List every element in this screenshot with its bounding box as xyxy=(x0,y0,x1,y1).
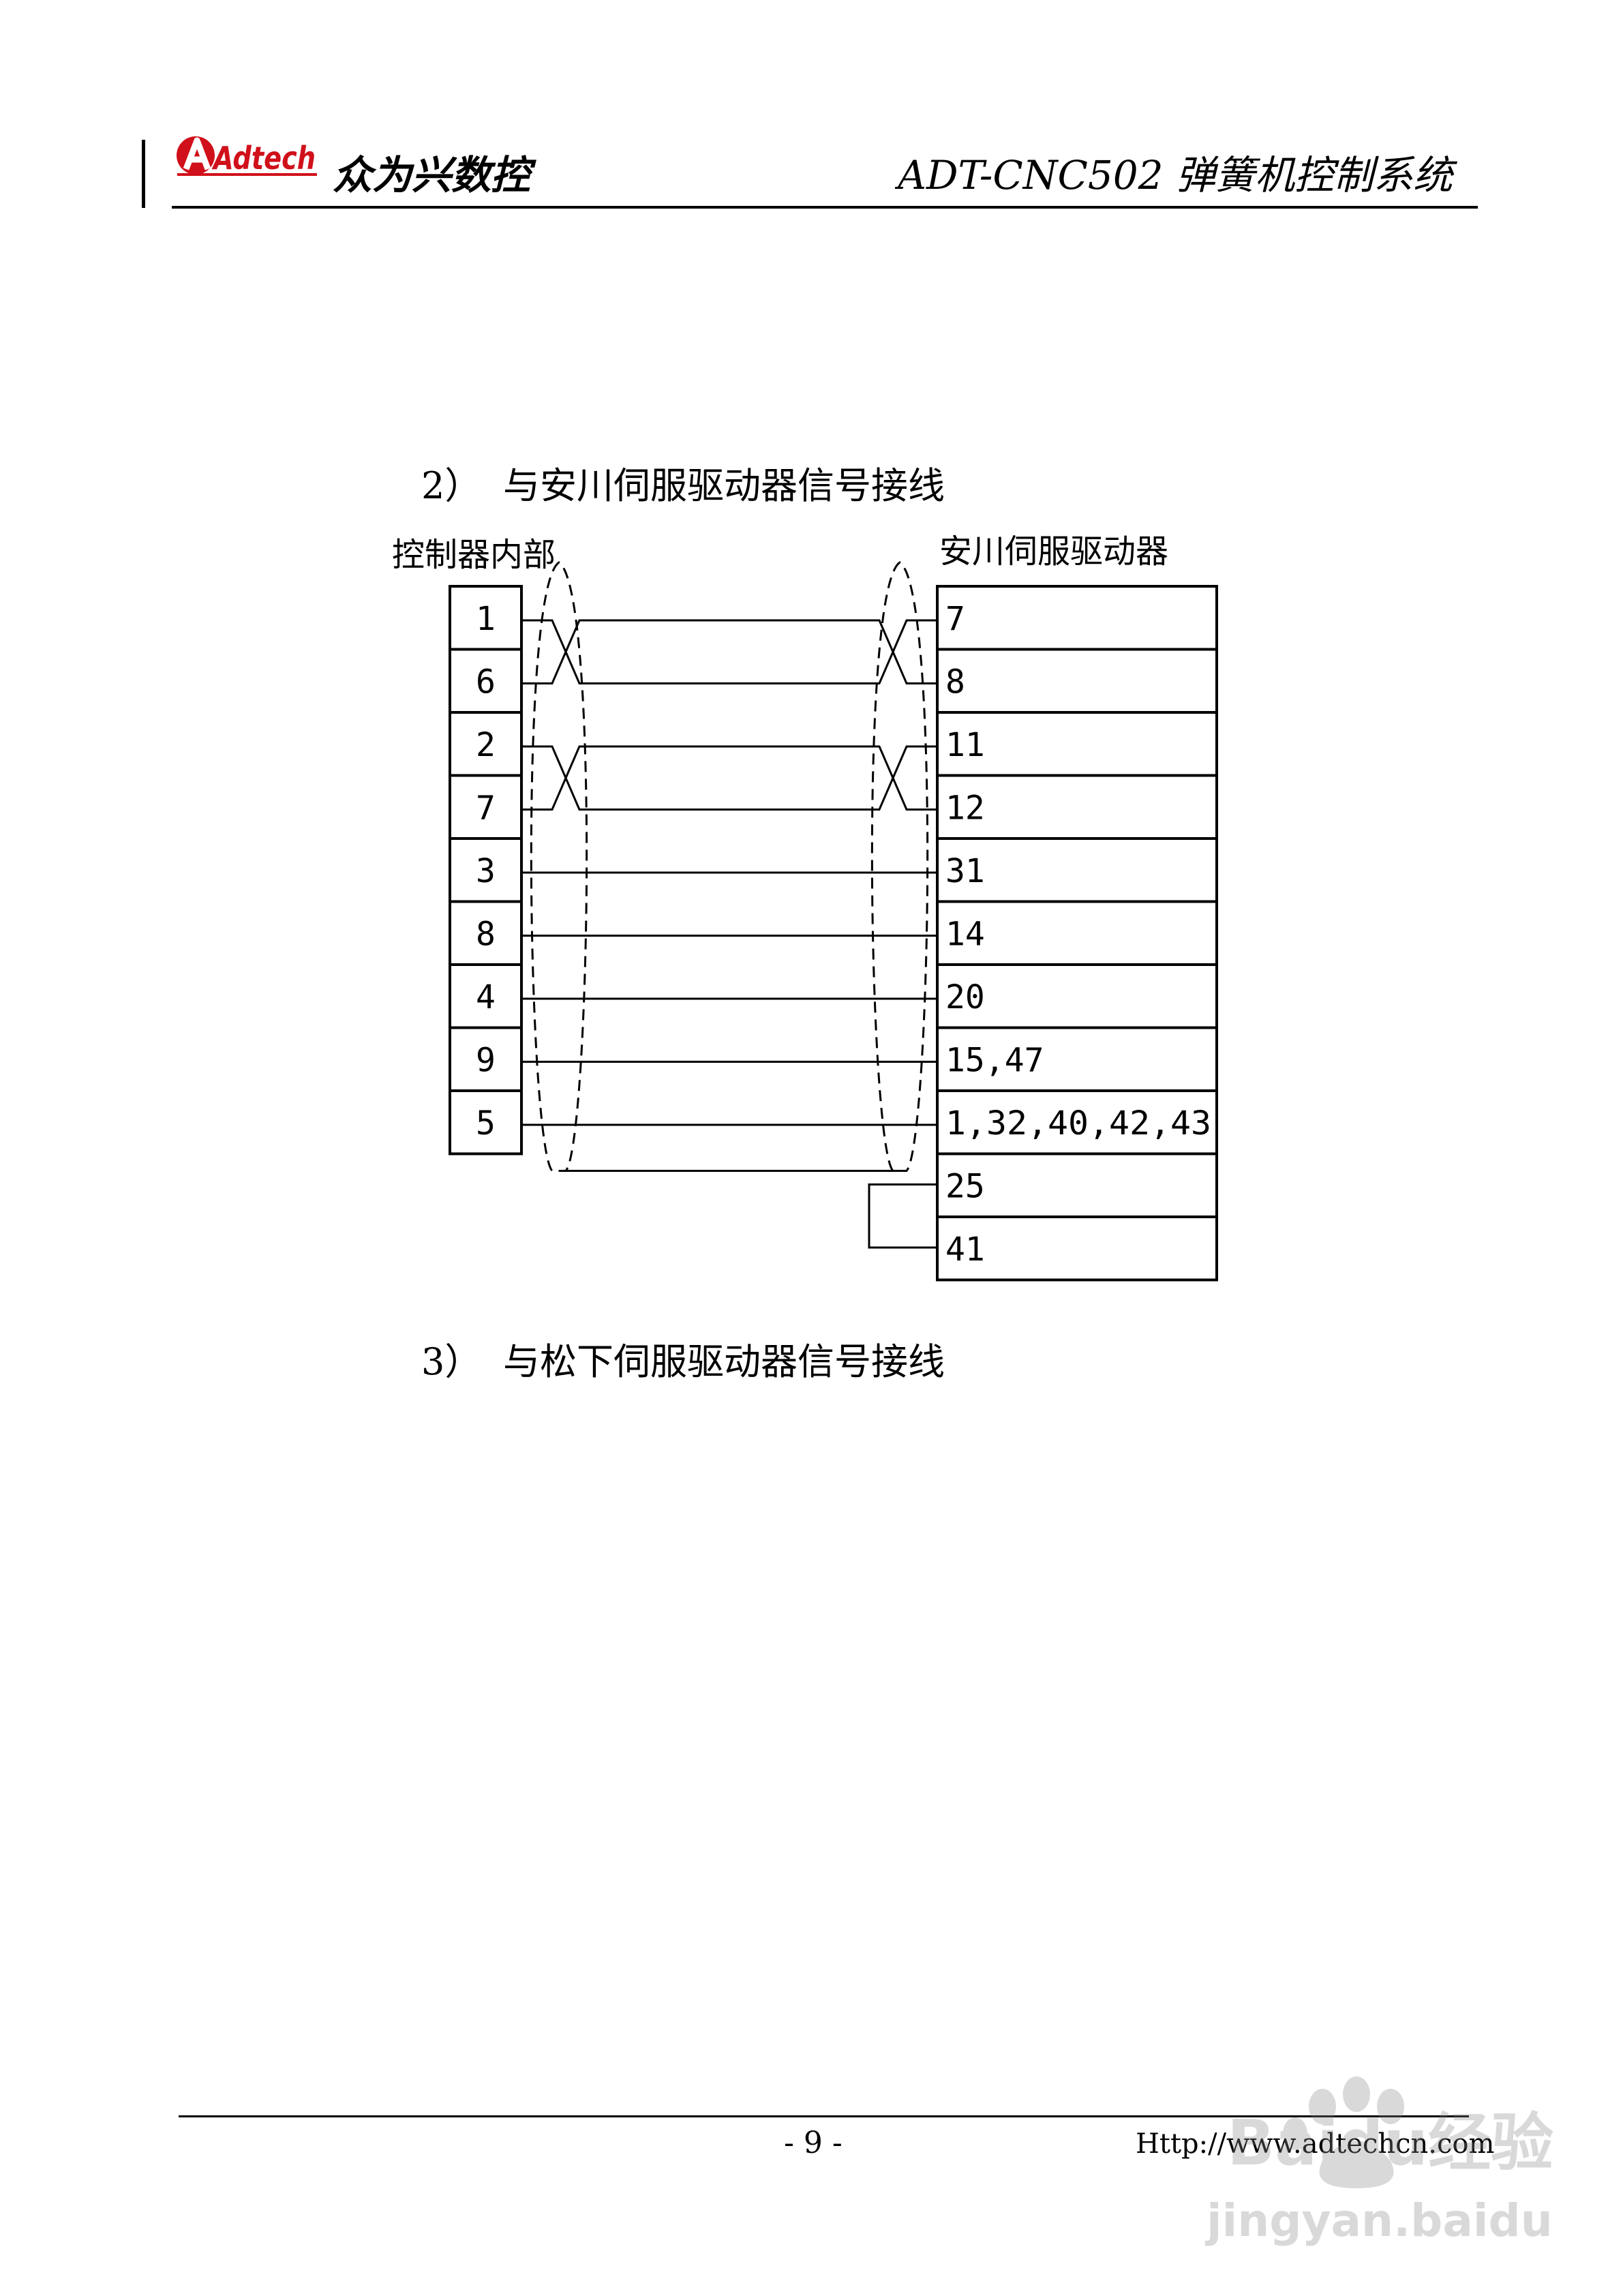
section-3-heading: 3） 与松下伺服驱动器信号接线 xyxy=(421,1331,945,1385)
left-pin-label: 4 xyxy=(476,978,496,1016)
left-pin-label: 8 xyxy=(476,916,496,954)
section-3-title: 与松下伺服驱动器信号接线 xyxy=(503,1340,945,1383)
section-2-title: 与安川伺服驱动器信号接线 xyxy=(503,464,945,507)
right-pin-cell xyxy=(936,585,1218,651)
section-3-number: 3） xyxy=(421,1340,482,1383)
section-2-heading: 2） 与安川伺服驱动器信号接线 xyxy=(421,455,945,509)
company-name: 众为兴数控 xyxy=(333,152,531,198)
right-connector-label: 安川伺服驱动器 xyxy=(939,532,1168,571)
twisted-pair-wire xyxy=(521,745,937,811)
page-number: - 9 - xyxy=(784,2126,843,2160)
baidu-watermark: Baidu经验 jingyan.baidu.com xyxy=(1204,2076,1554,2247)
left-pin-cell xyxy=(449,1089,523,1155)
header-rule xyxy=(172,206,1478,209)
left-connector-label: 控制器内部 xyxy=(392,536,556,574)
cable-shield xyxy=(870,561,929,1172)
left-pin-label: 9 xyxy=(476,1042,496,1080)
wiring-diagram: 1 6 2 7 3 8 4 9 5 7 8 11 12 31 14 20 15,47 1,32,40,42,43… xyxy=(392,532,1218,1282)
right-pin-label: 1,32,40,42,43 xyxy=(945,1104,1211,1143)
footer-rule xyxy=(179,2115,1469,2117)
jumper-wire xyxy=(868,1183,937,1249)
watermark-url: jingyan.baidu.com xyxy=(1204,2194,1554,2247)
left-pin-label: 6 xyxy=(476,663,496,701)
right-pin-cell xyxy=(936,1215,1218,1282)
watermark-brand: Baidu经验 xyxy=(1227,2106,1553,2179)
document-title: ADT-CNC502 弹簧机控制系统 xyxy=(898,152,1453,198)
left-pin-label: 2 xyxy=(476,726,496,764)
section-2-number: 2） xyxy=(421,464,482,507)
twisted-pair-wire xyxy=(521,619,937,684)
cable-shield xyxy=(530,561,588,1172)
right-pin-label: 31 xyxy=(945,852,985,890)
twisted-pair-wire xyxy=(521,619,937,684)
logo-wordmark: Adtech xyxy=(212,140,316,177)
left-pin-label: 5 xyxy=(476,1104,496,1143)
website-url: Http://www.adtechcn.com xyxy=(1136,2128,1495,2160)
right-pin-label: 8 xyxy=(945,663,965,701)
left-pin-label: 3 xyxy=(476,852,496,890)
right-pin-cell xyxy=(936,648,1218,714)
right-pin-label: 25 xyxy=(945,1168,985,1206)
left-pin-label: 7 xyxy=(476,789,496,828)
paw-icon xyxy=(1283,2076,1404,2188)
right-pin-label: 14 xyxy=(945,916,985,954)
right-pin-label: 7 xyxy=(945,600,965,638)
right-pin-label: 11 xyxy=(945,726,985,764)
header-vertical-bar xyxy=(142,140,145,208)
adtech-logo: Adtech xyxy=(177,136,317,177)
left-pin-label: 1 xyxy=(476,600,496,638)
right-pin-label: 20 xyxy=(945,978,985,1016)
right-pin-label: 15,47 xyxy=(945,1042,1044,1080)
twisted-pair-wire xyxy=(521,745,937,811)
right-pin-label: 12 xyxy=(945,789,985,828)
right-pin-label: 41 xyxy=(945,1230,985,1269)
